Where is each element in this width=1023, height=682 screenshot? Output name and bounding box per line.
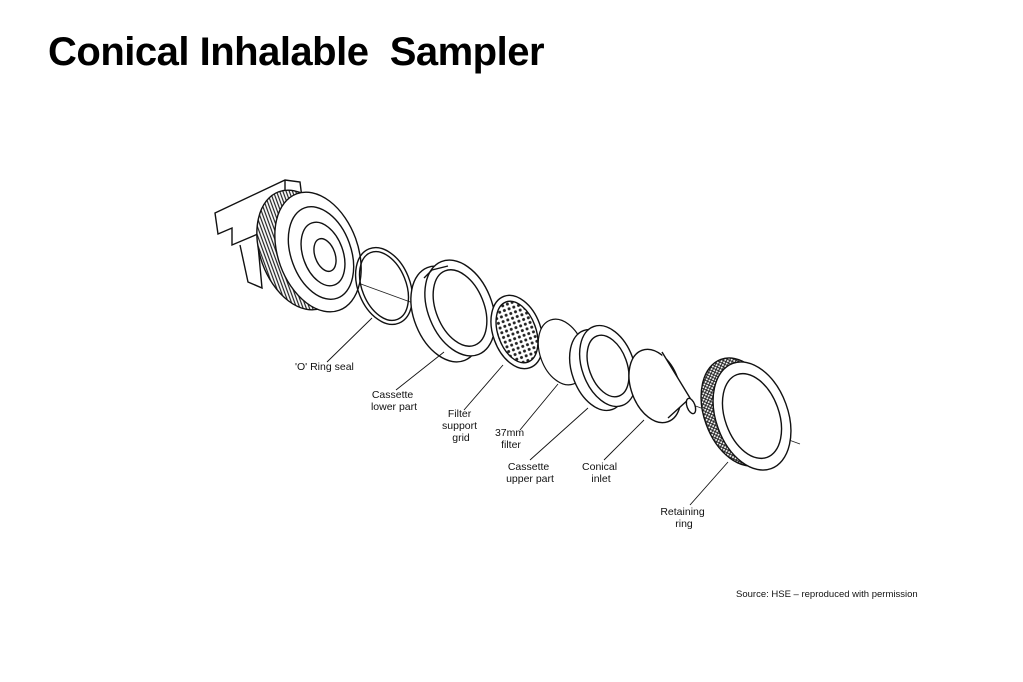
conical-inlet [628,348,697,424]
label-filter-37mm: 37mm filter [495,427,527,451]
source-credit: Source: HSE – reproduced with permission [736,589,918,600]
label-o-ring-seal: 'O' Ring seal [295,361,354,373]
label-cassette-upper-part: Cassette upper part [506,461,554,485]
slide-title: Conical Inhalable Sampler [48,30,545,74]
label-conical-inlet: Conical inlet [582,461,620,485]
filter-support-grid [490,294,544,370]
sampler-head [214,179,362,313]
retaining-ring [700,357,792,471]
label-filter-support-grid: Filter support grid [442,408,480,444]
cassette-upper-part [568,324,638,412]
cassette-lower-part [410,259,496,363]
o-ring-seal [354,246,414,326]
label-cassette-lower-part: Cassette lower part [371,389,417,413]
leader-lines [326,317,729,506]
label-retaining-ring: Retaining ring [660,506,707,530]
